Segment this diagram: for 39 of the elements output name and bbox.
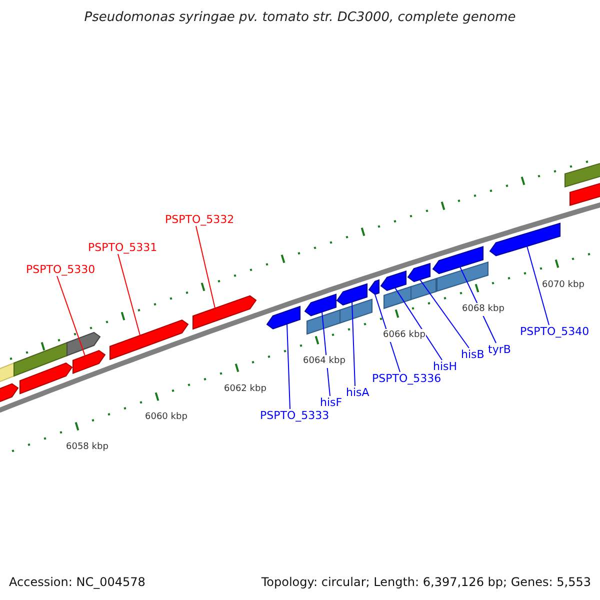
gene-label: hisF <box>320 396 342 409</box>
gene-bar <box>407 262 430 282</box>
scale-label: 6064 kbp <box>302 355 346 368</box>
gene-label: tyrB <box>488 343 511 356</box>
leader-line <box>394 287 442 360</box>
leader-line <box>286 323 290 410</box>
leader-line <box>526 246 550 326</box>
leader-line <box>420 279 470 348</box>
gene-label: PSPTO_5330 <box>26 263 96 276</box>
scale-label: 6058 kbp <box>65 441 110 454</box>
leader-line <box>56 276 86 356</box>
scale-label: 6062 kbp <box>223 383 268 396</box>
gene-label: hisH <box>433 360 458 373</box>
gene-label: PSPTO_5332 <box>165 213 234 226</box>
leader-line <box>118 254 140 336</box>
scale-label: 6066 kbp <box>382 329 426 342</box>
scale-label: 6060 kbp <box>144 411 188 424</box>
gene-bar <box>368 279 380 295</box>
gene-bar <box>72 350 106 374</box>
gene-bar <box>110 319 189 360</box>
gene-label: hisA <box>346 386 370 399</box>
gene-label: PSPTO_5336 <box>372 372 442 385</box>
gene-label: hisB <box>461 348 484 361</box>
title: Pseudomonas syringae pv. tomato str. DC3000, complete genome <box>83 11 517 24</box>
accession-text: Accession: NC_004578 <box>9 576 146 589</box>
gene-bar <box>266 306 300 330</box>
gene-label: PSPTO_5333 <box>260 409 330 422</box>
leader-line <box>322 312 330 396</box>
scale-label: 6068 kbp <box>461 303 506 316</box>
gene-bar <box>304 294 336 316</box>
gene-label: PSPTO_5331 <box>88 241 158 254</box>
gene-bar <box>192 295 257 330</box>
gene-bar <box>489 222 560 256</box>
leader-line <box>352 301 356 386</box>
gene-bar <box>432 246 484 274</box>
gene-label: PSPTO_5340 <box>520 325 590 338</box>
scale-label: 6070 kbp <box>541 279 586 292</box>
genome-info-text: Topology: circular; Length: 6,397,126 bp; Genes: 5,553 <box>261 576 591 589</box>
leader-line <box>196 226 216 309</box>
